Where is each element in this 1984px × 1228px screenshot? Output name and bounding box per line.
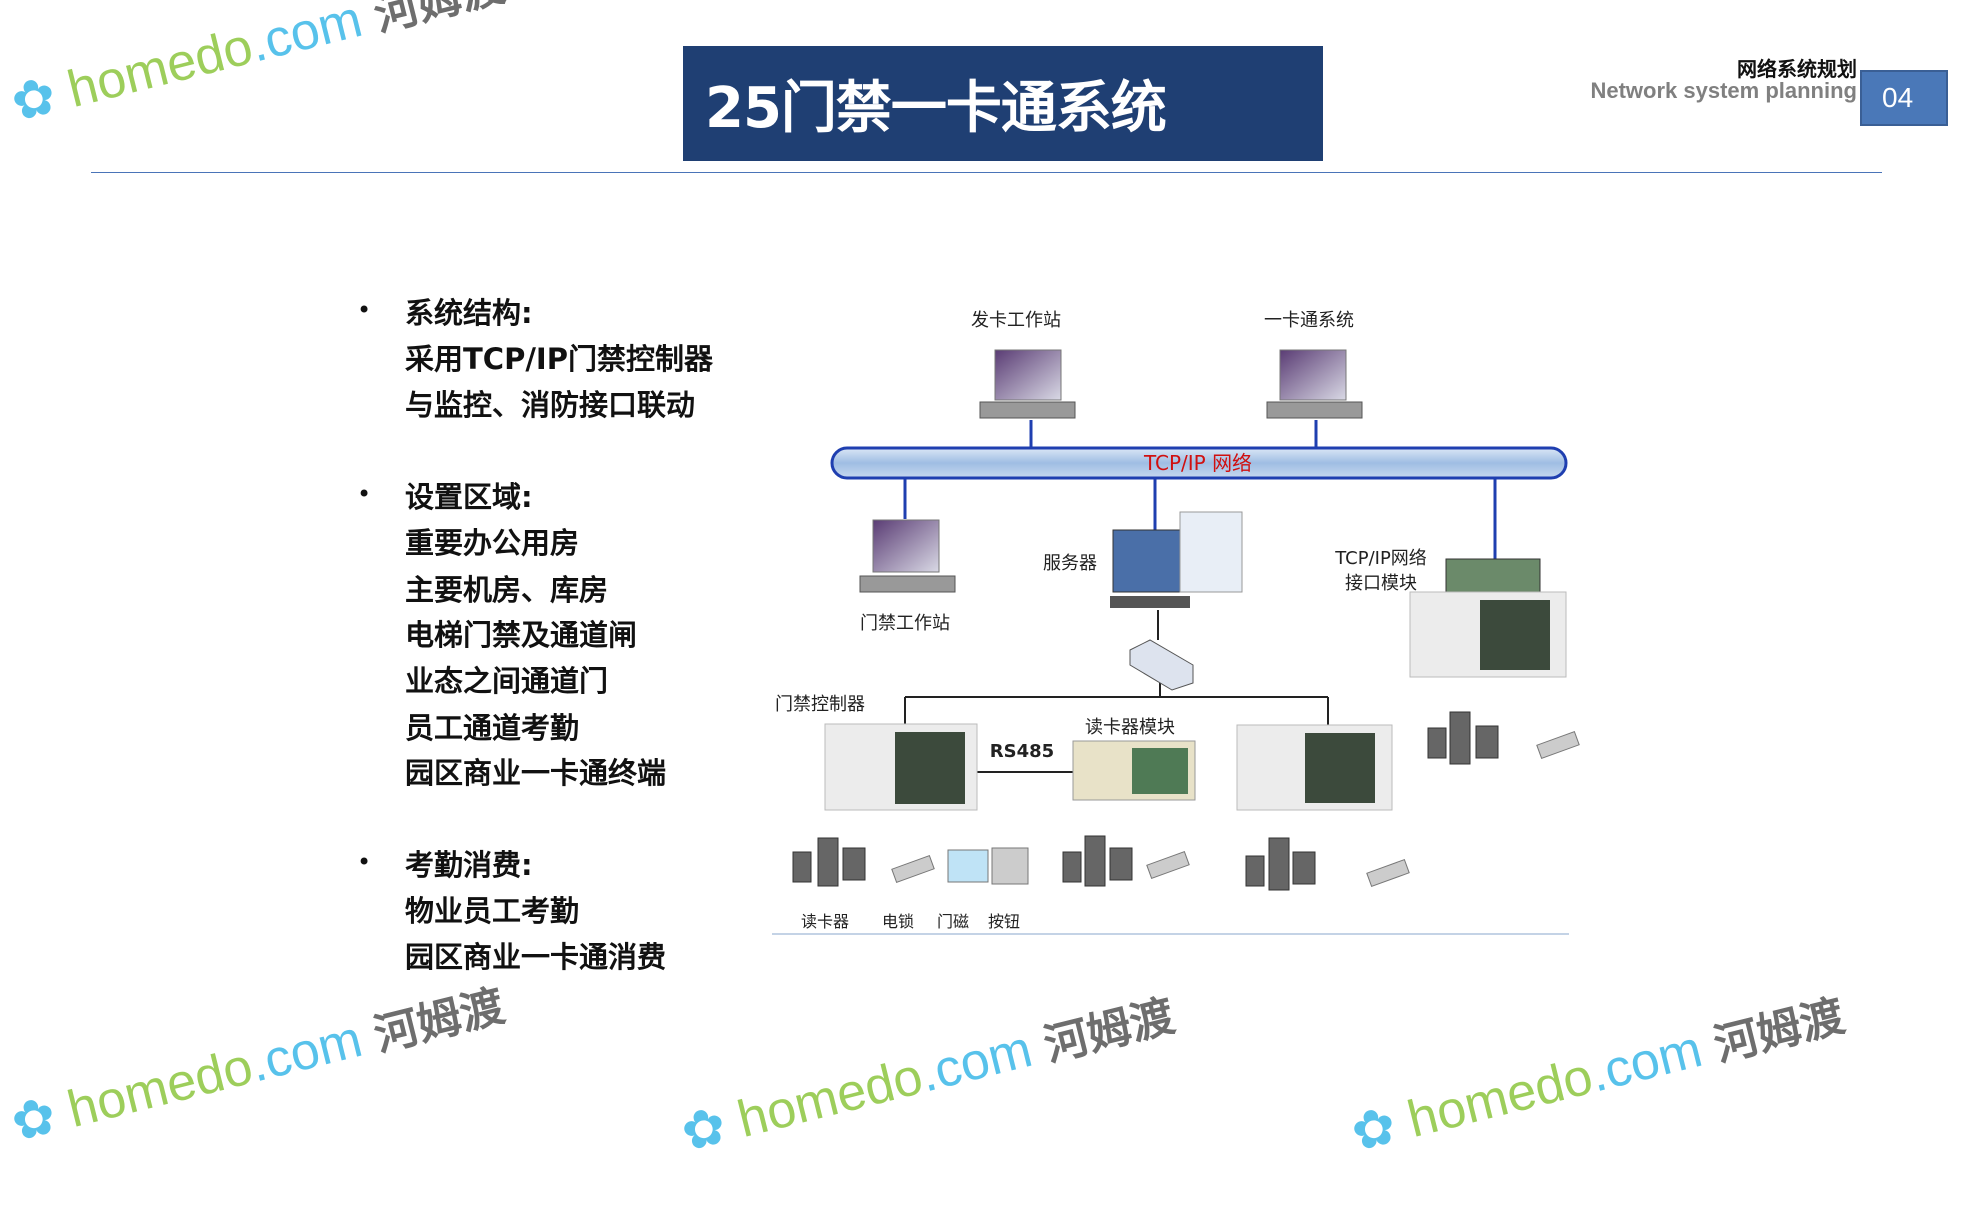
bullet-line: 员工通道考勤 <box>405 711 580 745</box>
bullet-line: 与监控、消防接口联动 <box>405 388 696 422</box>
label-interface-module: 接口模块 <box>1345 573 1417 594</box>
bullet-dot: • <box>357 480 372 508</box>
section-title-en: Network system planning <box>1590 78 1857 103</box>
bullet-dot: • <box>357 296 372 324</box>
bullet-dot: • <box>357 848 372 876</box>
lock-icons <box>891 730 1580 888</box>
bullet-line: 采用TCP/IP门禁控制器 <box>405 342 713 376</box>
bullet-heading: 系统结构: <box>405 296 533 330</box>
bullet-line: 主要机房、库房 <box>405 573 609 607</box>
card-issuing-computer-icon <box>979 349 1076 419</box>
network-switch-icon <box>1129 639 1194 691</box>
label-rs485: RS485 <box>990 741 1054 762</box>
label-door-contact: 门磁 <box>937 912 969 931</box>
one-card-computer-icon <box>1266 349 1363 419</box>
section-title-cn: 网络系统规划 <box>1737 57 1857 81</box>
bullet-line: 园区商业一卡通终端 <box>405 756 667 790</box>
network-label: TCP/IP 网络 <box>1143 451 1252 475</box>
bullet-line: 重要办公用房 <box>405 526 580 560</box>
controller-cabinet-icon <box>824 723 978 811</box>
label-card-issuing-station: 发卡工作站 <box>971 310 1061 331</box>
bullet-line: 电梯门禁及通道闸 <box>405 618 638 652</box>
label-card-reader: 读卡器 <box>801 912 849 931</box>
label-button: 按钮 <box>988 912 1020 931</box>
bullet-line: 园区商业一卡通消费 <box>405 940 667 974</box>
label-reader-module: 读卡器模块 <box>1085 717 1175 738</box>
bullet-line: 业态之间通道门 <box>405 664 609 698</box>
label-electric-lock: 电锁 <box>882 912 914 931</box>
label-access-controller: 门禁控制器 <box>775 694 865 715</box>
label-access-workstation: 门禁工作站 <box>860 613 950 634</box>
network-pipe <box>830 446 1568 480</box>
card-reader-icons <box>792 711 1499 891</box>
bullet-line: 物业员工考勤 <box>405 894 580 928</box>
bullet-heading: 设置区域: <box>405 480 533 514</box>
label-server: 服务器 <box>1043 553 1097 574</box>
label-one-card-system: 一卡通系统 <box>1264 310 1354 331</box>
interface-module-icon <box>1445 558 1541 593</box>
page-title: 25门禁一卡通系统 <box>683 46 1323 161</box>
controller-cabinet-icon <box>1409 591 1567 678</box>
bullet-heading: 考勤消费: <box>405 848 533 882</box>
label-interface-module: TCP/IP网络 <box>1334 548 1427 569</box>
server-icon <box>1110 511 1243 608</box>
page-number: 04 <box>1860 70 1948 126</box>
header-divider <box>91 172 1882 173</box>
access-workstation-computer-icon <box>859 519 956 593</box>
reader-module-icon <box>1072 740 1196 801</box>
controller-cabinet-icon <box>1236 724 1393 811</box>
